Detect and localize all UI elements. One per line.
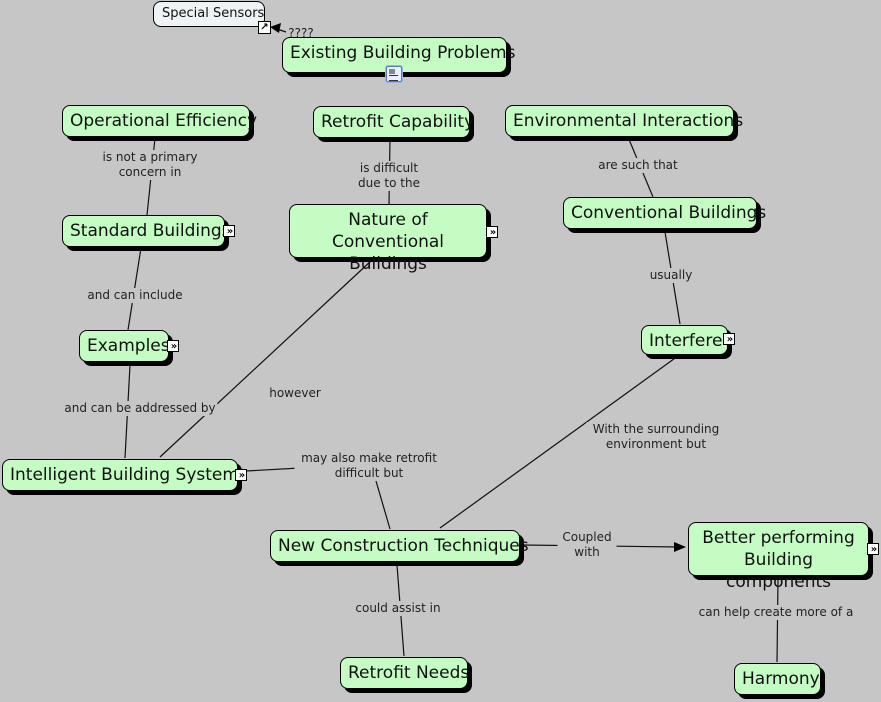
link-label[interactable]: and can be addressed by — [62, 401, 218, 416]
link-label[interactable]: usually — [647, 268, 695, 283]
concept-harmony[interactable]: Harmony — [734, 663, 821, 695]
expand-icon[interactable]: » — [867, 543, 879, 555]
concept-operational-efficiency[interactable]: Operational Efficiency — [62, 105, 257, 137]
line-int-nct — [439, 355, 679, 529]
concept-new-construction-techniques[interactable]: New Construction Techniques — [270, 530, 529, 562]
concept-standard-buildings[interactable]: Standard Buildings — [62, 215, 231, 247]
link-label[interactable]: however — [267, 386, 323, 401]
link-label[interactable]: and can include — [85, 288, 185, 303]
concept-retrofit-capability[interactable]: Retrofit Capability — [313, 106, 474, 138]
arrowhead-special-sensors — [270, 23, 281, 33]
line-ibs-nct-2 — [375, 480, 391, 530]
concept-label: Existing Building Problems — [290, 43, 516, 63]
concept-label: Retrofit Needs — [348, 663, 470, 683]
link-label[interactable]: is difficult due to the — [352, 161, 426, 191]
concept-conventional-buildings[interactable]: Conventional Buildings — [563, 197, 766, 229]
concept-label: Conventional Buildings — [571, 203, 767, 223]
shortcut-icon[interactable]: ↗ — [258, 21, 271, 34]
concept-examples[interactable]: Examples — [79, 330, 170, 362]
link-label-unknown: ???? — [288, 26, 314, 40]
concept-special-sensors[interactable]: Special Sensors — [153, 1, 265, 27]
arrowhead-coupled — [674, 542, 686, 552]
expand-icon[interactable]: » — [235, 469, 247, 481]
concept-label: Better performing Building components — [702, 528, 855, 592]
line-ibs-nct — [245, 467, 301, 472]
expand-icon[interactable]: » — [223, 225, 235, 237]
concept-label: Interfere — [649, 331, 723, 351]
concept-intelligent-building-systems[interactable]: Intelligent Building Systems — [2, 459, 248, 491]
link-label[interactable]: With the surrounding environment but — [586, 422, 726, 452]
link-label[interactable]: could assist in — [353, 601, 443, 616]
expand-icon[interactable]: » — [486, 226, 498, 238]
concept-interfere[interactable]: Interfere — [641, 325, 728, 355]
concept-label: Environmental Interactions — [513, 111, 744, 131]
concept-label: Intelligent Building Systems — [10, 465, 248, 485]
link-label[interactable]: is not a primary concern in — [96, 150, 204, 180]
concept-environmental-interactions[interactable]: Environmental Interactions — [505, 105, 743, 137]
link-label[interactable]: are such that — [596, 158, 680, 173]
concept-label: Retrofit Capability — [321, 112, 475, 132]
expand-icon[interactable]: » — [167, 340, 179, 352]
concept-label: Standard Buildings — [70, 221, 231, 241]
link-label[interactable]: can help create more of a — [696, 605, 856, 620]
line-nature-ibs — [159, 259, 373, 458]
document-resource-icon[interactable] — [386, 66, 402, 82]
concept-retrofit-needs[interactable]: Retrofit Needs — [340, 657, 470, 689]
line-better-harmony — [776, 579, 779, 663]
concept-label: Operational Efficiency — [70, 111, 258, 131]
concept-label: New Construction Techniques — [278, 536, 529, 556]
link-label[interactable]: may also make retrofit difficult but — [294, 451, 444, 481]
concept-label: Special Sensors — [162, 6, 265, 21]
concept-label: Examples — [87, 336, 170, 356]
expand-icon[interactable]: » — [723, 333, 735, 345]
concept-label: Harmony — [742, 669, 820, 689]
concept-label: Nature of Conventional Buildings — [331, 210, 445, 274]
concept-nature-of-conventional-buildings[interactable]: Nature of Conventional Buildings — [289, 204, 487, 274]
concept-better-performing-building-components[interactable]: Better performing Building components — [688, 522, 869, 592]
link-label[interactable]: Coupled with — [557, 530, 617, 560]
